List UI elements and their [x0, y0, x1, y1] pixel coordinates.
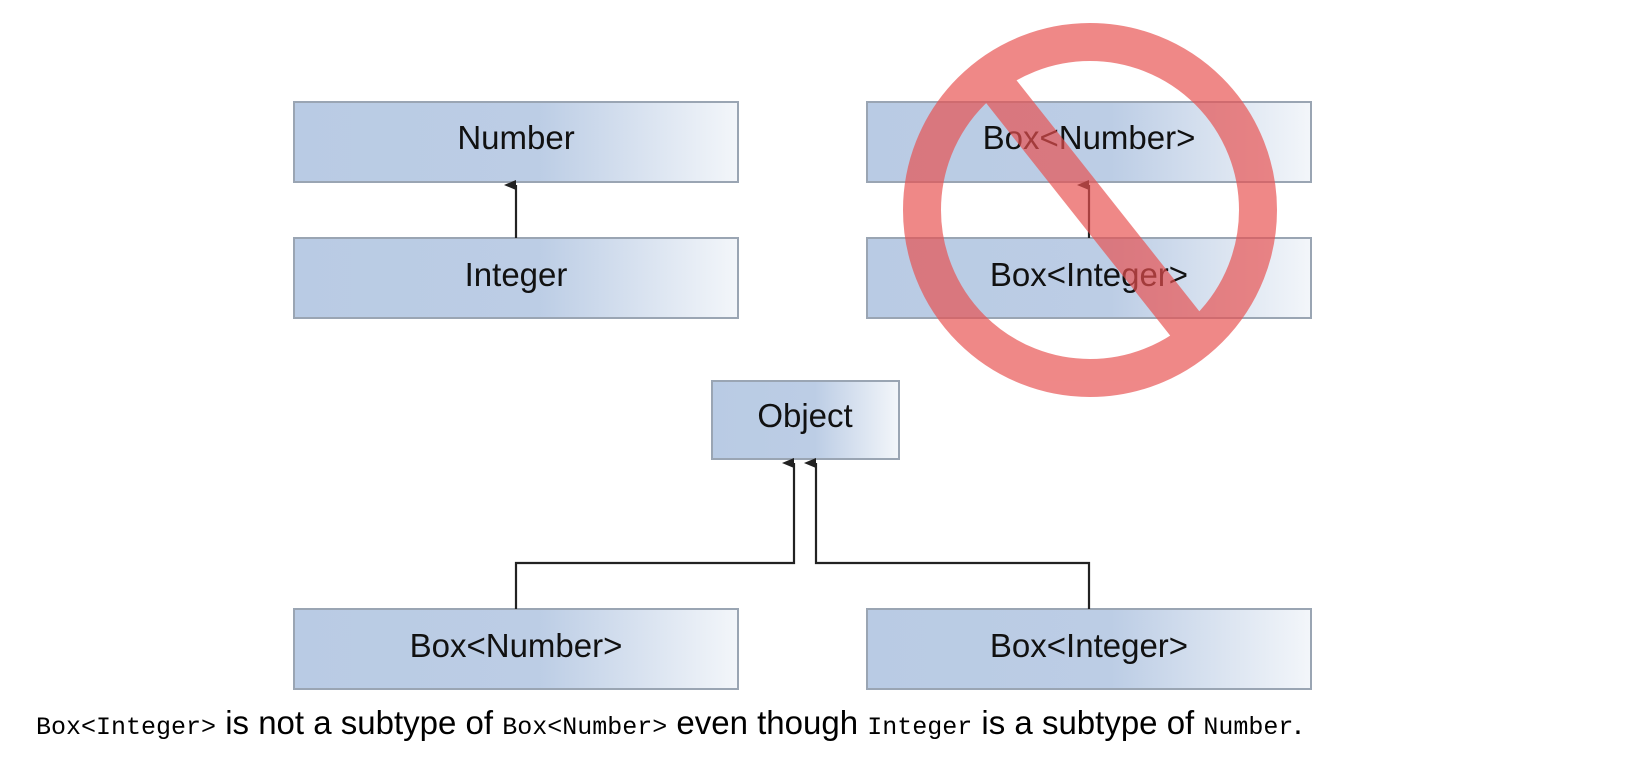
caption-text-2: even though: [667, 704, 868, 741]
box-number-to-object-arrow: [514, 458, 796, 609]
box-number-bottom-label: Box<Number>: [410, 627, 623, 664]
object-box-label: Object: [757, 397, 852, 434]
caption-code-box-number: Box<Number>: [502, 713, 668, 742]
caption-text-1: is not a subtype of: [216, 704, 503, 741]
caption-text-3: is a subtype of: [972, 704, 1204, 741]
box-integer-bottom-box: Box<Integer>: [866, 608, 1312, 690]
box-integer-bottom-label: Box<Integer>: [990, 627, 1188, 664]
caption-code-number: Number: [1203, 713, 1294, 742]
number-box: Number: [293, 101, 739, 183]
integer-box-label: Integer: [465, 256, 568, 293]
caption-code-box-integer: Box<Integer>: [36, 713, 217, 742]
box-number-bottom-box: Box<Number>: [293, 608, 739, 690]
no-symbol-icon: [903, 23, 1277, 397]
integer-box: Integer: [293, 237, 739, 319]
caption: Box<Integer> is not a subtype of Box<Num…: [36, 704, 1303, 742]
caption-code-integer: Integer: [867, 713, 973, 742]
object-box: Object: [711, 380, 900, 460]
box-integer-to-object-arrow: [804, 458, 1091, 609]
caption-text-4: .: [1293, 704, 1303, 741]
number-box-label: Number: [457, 119, 574, 156]
